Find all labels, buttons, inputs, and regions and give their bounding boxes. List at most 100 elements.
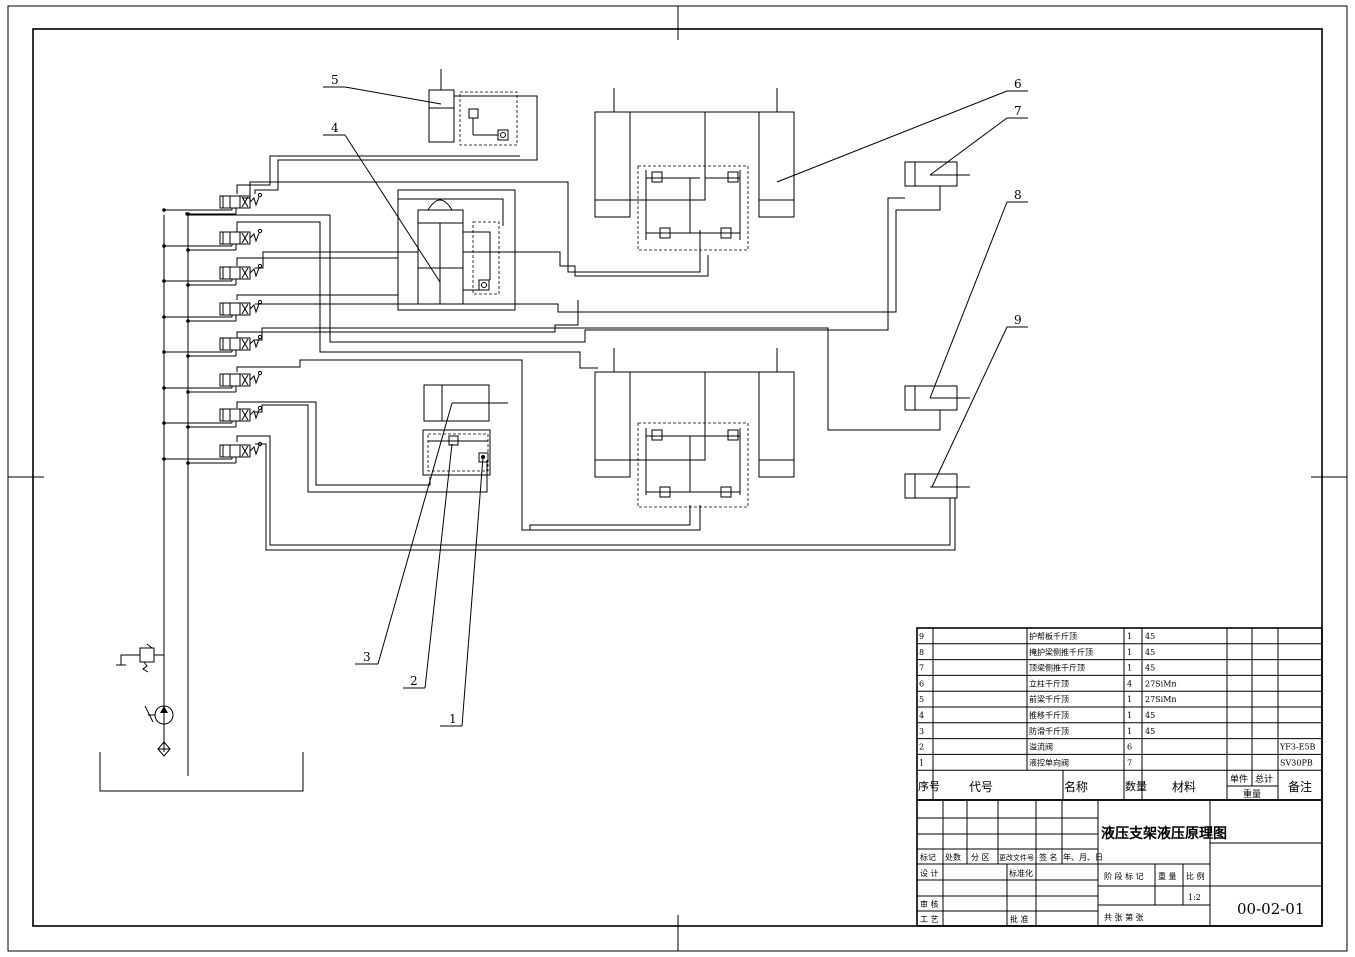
bom-cell-qty: 1 bbox=[1127, 648, 1132, 657]
bom-cell-name: 液控单向阀 bbox=[1029, 757, 1069, 767]
bom-cell-no: 1 bbox=[919, 758, 924, 767]
bom-header-unit: 单件 bbox=[1230, 773, 1248, 785]
tb-change-doc: 更改文件号 bbox=[999, 853, 1034, 862]
directional-valve bbox=[162, 299, 263, 323]
bom-header-total: 总计 bbox=[1255, 773, 1273, 785]
tb-mark: 标记 bbox=[920, 852, 936, 862]
bom-row: 3 防滑千斤顶 1 45 bbox=[919, 726, 1155, 736]
anti-slip-jack-3 bbox=[422, 384, 508, 476]
bom-cell-name: 前梁千斤顶 bbox=[1029, 694, 1069, 704]
tb-date: 年、月、日 bbox=[1063, 852, 1103, 862]
directional-valve bbox=[162, 192, 263, 216]
bom-cell-name: 护帮板千斤顶 bbox=[1029, 631, 1077, 641]
bom-cell-material: 45 bbox=[1145, 632, 1155, 641]
directional-valve bbox=[162, 228, 263, 252]
title-block: 液压支架液压原理图 00-02-01 1:2 标记 处数 分 区 更改文件号 签… bbox=[916, 799, 1323, 927]
push-jack-4 bbox=[397, 189, 516, 311]
bom-cell-remark: YF3-E5B bbox=[1279, 743, 1316, 752]
callout-9: 9 bbox=[1014, 313, 1022, 327]
directional-valve bbox=[162, 405, 263, 429]
shield-side-jack-8 bbox=[904, 385, 970, 411]
tb-weight: 重 量 bbox=[1158, 871, 1177, 881]
tb-process: 工 艺 bbox=[920, 915, 939, 924]
tb-stage-mark: 阶 段 标 记 bbox=[1104, 871, 1144, 881]
tb-area: 分 区 bbox=[971, 853, 990, 862]
bom-header-name: 名称 bbox=[1064, 779, 1088, 794]
bom-cell-qty: 1 bbox=[1127, 711, 1132, 720]
bom-cell-name: 防滑千斤顶 bbox=[1029, 726, 1069, 736]
bom-row: 9 护帮板千斤顶 1 45 bbox=[919, 631, 1155, 641]
callout-labels: 5 4 6 7 8 9 3 2 1 bbox=[331, 73, 1022, 726]
bom-row: 8 掩护梁侧推千斤顶 1 45 bbox=[919, 647, 1155, 657]
bom-header-qty: 数量 bbox=[1125, 780, 1147, 793]
directional-valve bbox=[162, 441, 263, 465]
bom-cell-qty: 1 bbox=[1127, 632, 1132, 641]
bom-header-no: 序号 bbox=[918, 779, 940, 793]
bom-cell-no: 6 bbox=[919, 679, 924, 688]
tb-review: 审 核 bbox=[920, 899, 939, 909]
bom-cell-material: 45 bbox=[1145, 727, 1155, 736]
bom-cell-no: 2 bbox=[919, 743, 924, 752]
bom-cell-no: 5 bbox=[919, 695, 924, 704]
callout-5: 5 bbox=[331, 73, 339, 87]
bom-header-material: 材料 bbox=[1172, 780, 1196, 794]
bom-cell-no: 9 bbox=[919, 632, 924, 641]
bom-cell-no: 8 bbox=[919, 648, 924, 657]
filter-icon bbox=[157, 741, 171, 757]
callout-1: 1 bbox=[449, 712, 457, 726]
column-jacks-upper-6 bbox=[594, 88, 795, 251]
bom-cell-qty: 1 bbox=[1127, 695, 1132, 704]
bom-cell-material: 27SiMn bbox=[1145, 679, 1177, 688]
pressure-relief-valve-icon bbox=[139, 647, 155, 663]
callout-6: 6 bbox=[1014, 77, 1022, 91]
front-beam-jack-5 bbox=[428, 69, 520, 146]
hydraulic-piping bbox=[185, 95, 957, 551]
bom-cell-qty: 4 bbox=[1127, 679, 1132, 688]
tb-sign: 签 名 bbox=[1039, 852, 1058, 862]
bom-cell-name: 掩护梁侧推千斤顶 bbox=[1029, 647, 1093, 657]
top-beam-side-jack-7 bbox=[904, 161, 970, 187]
drawing-title: 液压支架液压原理图 bbox=[1101, 825, 1227, 842]
directional-valve bbox=[162, 263, 263, 287]
bom-cell-qty: 6 bbox=[1127, 743, 1132, 752]
scale-value: 1:2 bbox=[1188, 893, 1201, 902]
tb-standardize: 标准化 bbox=[1009, 868, 1033, 878]
column-jacks-lower-6 bbox=[594, 348, 795, 508]
callout-2: 2 bbox=[410, 674, 418, 688]
callout-4: 4 bbox=[331, 121, 339, 135]
bom-cell-material: 45 bbox=[1145, 648, 1155, 657]
directional-valve bbox=[162, 334, 263, 358]
bom-cell-name: 溢流阀 bbox=[1029, 742, 1053, 752]
bom-cell-qty: 1 bbox=[1127, 727, 1132, 736]
bom-cell-material: 27SiMn bbox=[1145, 695, 1177, 704]
outer-border bbox=[7, 5, 1348, 952]
bom-cell-no: 4 bbox=[919, 711, 924, 720]
bom-cell-no: 7 bbox=[919, 664, 924, 673]
callout-8: 8 bbox=[1014, 188, 1022, 202]
bom-header-weight: 重量 bbox=[1243, 788, 1261, 800]
bom-cell-remark: SV30PB bbox=[1280, 758, 1313, 767]
directional-valve-bank bbox=[162, 192, 263, 465]
bom-header-code: 代号 bbox=[969, 780, 993, 794]
bom-cell-name: 推移千斤顶 bbox=[1029, 710, 1069, 720]
tb-sheets: 共 张 第 张 bbox=[1104, 912, 1144, 922]
bom-cell-qty: 1 bbox=[1127, 664, 1132, 673]
bom-row: 1 液控单向阀 7 SV30PB bbox=[919, 757, 1313, 767]
drawing-number: 00-02-01 bbox=[1237, 900, 1304, 918]
bom-cell-material: 45 bbox=[1145, 664, 1155, 673]
guard-plate-jack-9 bbox=[904, 473, 970, 499]
bom-cell-no: 3 bbox=[919, 727, 924, 736]
callout-3: 3 bbox=[363, 650, 371, 664]
tb-ratio: 比 例 bbox=[1186, 871, 1205, 881]
pump-station bbox=[99, 215, 304, 792]
tb-zones: 处数 bbox=[945, 852, 961, 862]
bom-cell-qty: 7 bbox=[1127, 758, 1132, 767]
tb-approve: 批 准 bbox=[1010, 914, 1029, 924]
bom-row: 2 溢流阀 6 YF3-E5B bbox=[919, 742, 1316, 752]
bom-row: 5 前梁千斤顶 1 27SiMn bbox=[919, 694, 1177, 704]
bom-header: 序号 代号 名称 数量 材料 单件 总计 重量 备注 bbox=[918, 773, 1312, 800]
